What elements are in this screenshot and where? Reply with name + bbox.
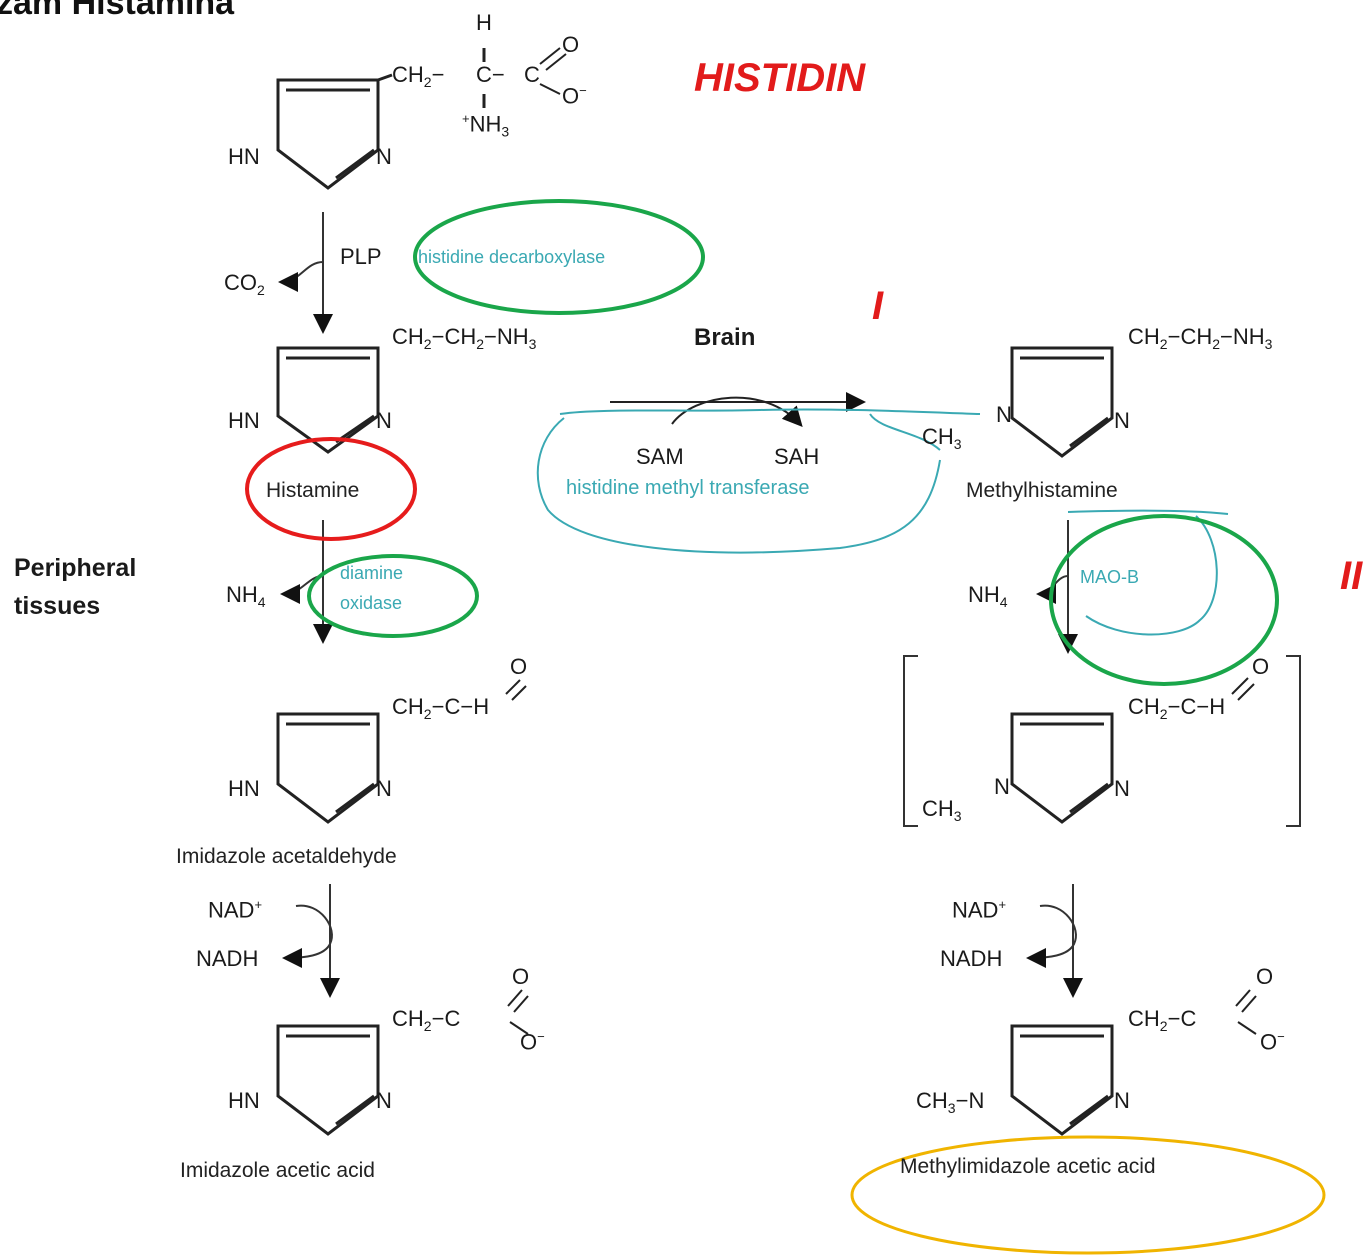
acetaldehyde-side-chain: CH2−C−H <box>392 694 490 722</box>
annotation-histidin: HISTIDIN <box>694 56 866 100</box>
green-circle-mao-b <box>1049 514 1279 686</box>
hn-histidine: HN <box>228 144 260 169</box>
cofactor-sam: SAM <box>636 444 684 469</box>
acetic-acid-side-chain: CH2−C <box>392 1006 461 1034</box>
cofactor-nadh-left: NADH <box>196 946 259 971</box>
n-acetic-acid: N <box>376 1088 392 1113</box>
label-brain: Brain <box>694 324 756 351</box>
methyl-acetic-acid-o-minus: O− <box>1260 1029 1285 1055</box>
imidazole-ring-methylhistamine <box>1010 346 1114 458</box>
ch2-histidine: CH2− <box>392 62 445 90</box>
ch3-acetaldehyde: CH3 <box>922 796 962 824</box>
ch3-n-methyl-acetic-acid: CH3−N <box>916 1088 985 1116</box>
annotation-route-i: I <box>872 284 884 328</box>
n1-methyl-acetaldehyde: N <box>994 774 1010 799</box>
cofactor-sah: SAH <box>774 444 820 469</box>
methyl-acetaldehyde-o: O <box>1252 654 1270 679</box>
hn-histamine: HN <box>228 408 260 433</box>
histamine-side-chain: CH2−CH2−NH3 <box>392 324 537 352</box>
label-methylhistamine: Methylhistamine <box>966 479 1118 502</box>
acetic-acid-o: O <box>512 964 530 989</box>
imidazole-ring-histamine <box>276 346 380 454</box>
n-histamine: N <box>376 408 392 433</box>
n-acetaldehyde: N <box>376 776 392 801</box>
label-peripheral: Peripheral <box>14 554 137 582</box>
imidazole-ring-acetic-acid <box>276 1024 380 1136</box>
green-circle-diamine-oxidase <box>307 554 479 638</box>
alpha-carbon: C− <box>476 62 505 87</box>
n3-methylhistamine: N <box>1114 408 1130 433</box>
nh4-left: NH4 <box>226 582 266 610</box>
hn-acetaldehyde: HN <box>228 776 260 801</box>
enzyme-histidine-methyl-transferase: histidine methyl transferase <box>566 477 810 499</box>
n3-methyl-acetaldehyde: N <box>1114 776 1130 801</box>
cofactor-co2: CO2 <box>224 270 265 298</box>
cofactor-plp: PLP <box>340 244 382 269</box>
green-circle-histidine-decarboxylase <box>413 199 705 315</box>
cofactor-nad-right: NAD+ <box>952 897 1007 923</box>
imidazole-ring-histidine <box>276 48 486 190</box>
label-methylimidazole-acetic-acid: Methylimidazole acetic acid <box>900 1155 1156 1178</box>
atom-o-minus: O− <box>562 83 587 109</box>
label-imidazole-acetic-acid: Imidazole acetic acid <box>180 1159 375 1182</box>
brackets <box>903 655 1301 827</box>
n3-methyl-acetic-acid: N <box>1114 1088 1130 1113</box>
imidazole-ring-acetaldehyde <box>276 712 380 824</box>
cofactor-nadh-right: NADH <box>940 946 1003 971</box>
label-histamine: Histamine <box>266 479 360 502</box>
page-title: zam Histamina <box>0 0 235 22</box>
n1-methylhistamine: N <box>996 402 1012 427</box>
hn-acetic-acid: HN <box>228 1088 260 1113</box>
methylhistamine-side-chain: CH2−CH2−NH3 <box>1128 324 1273 352</box>
enzyme-mao-b: MAO-B <box>1080 567 1140 587</box>
methyl-acetic-acid-o: O <box>1256 964 1274 989</box>
annotation-route-ii: II <box>1340 554 1363 598</box>
red-circle-histamine <box>245 437 417 541</box>
nh3-plus: +NH3 <box>462 111 510 140</box>
label-tissues: tissues <box>14 592 101 620</box>
teal-handdrawn-marks <box>536 408 1229 636</box>
acetic-acid-o-minus: O− <box>520 1029 545 1055</box>
left-pathway-arrows <box>278 212 340 998</box>
methyl-acetaldehyde-side-chain: CH2−C−H <box>1128 694 1226 722</box>
ch3-methylhistamine: CH3 <box>922 424 962 452</box>
carboxyl-carbon: C <box>524 62 540 87</box>
enzyme-oxidase: oxidase <box>340 593 403 613</box>
imidazole-ring-methyl-acetaldehyde <box>1010 712 1114 824</box>
methyl-acetic-acid-side-chain: CH2−C <box>1128 1006 1197 1034</box>
carbonyl-bonds <box>505 47 1257 1035</box>
yellow-circle-methylimidazole <box>850 1135 1326 1255</box>
imidazole-ring-methyl-acetic-acid <box>1010 1024 1114 1136</box>
enzyme-histidine-decarboxylase: histidine decarboxylase <box>418 247 606 267</box>
label-imidazole-acetaldehyde: Imidazole acetaldehyde <box>176 845 397 868</box>
enzyme-diamine: diamine <box>340 563 404 583</box>
brain-arrow <box>610 392 866 427</box>
acetaldehyde-o: O <box>510 654 528 679</box>
atom-h: H <box>476 10 492 35</box>
cofactor-nad-left: NAD+ <box>208 897 263 923</box>
n-histidine: N <box>376 144 392 169</box>
nh4-right: NH4 <box>968 582 1008 610</box>
atom-o: O <box>562 32 580 57</box>
